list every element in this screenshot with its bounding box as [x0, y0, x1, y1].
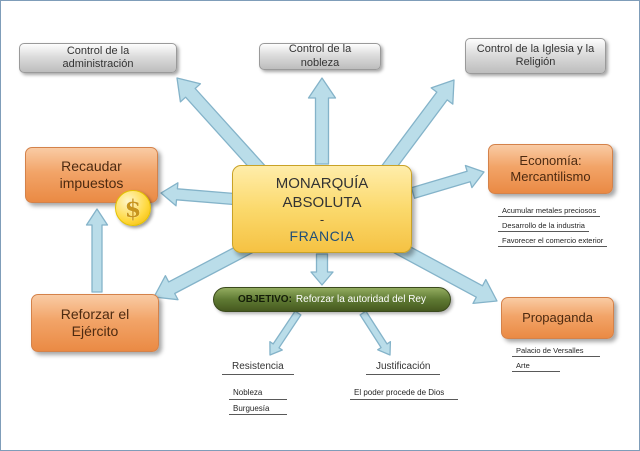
- arrow-center-to-recaudar: [160, 182, 236, 207]
- detail-item: El poder procede de Dios: [350, 388, 458, 400]
- justificacion-detail-list: El poder procede de Dios: [350, 388, 458, 400]
- node-propaganda: Propaganda: [501, 297, 614, 339]
- node-control-nobleza: Control de la nobleza: [259, 43, 381, 70]
- node-label: Control de la Iglesia y la Religión: [476, 42, 595, 68]
- central-title: MONARQUÍA ABSOLUTA: [275, 174, 369, 212]
- dollar-coin-icon: $: [115, 190, 151, 226]
- dollar-glyph: $: [124, 193, 142, 223]
- detail-item: Acumular metales preciosos: [498, 206, 601, 217]
- arrow-objetivo-to-justificacion: [359, 310, 392, 356]
- propaganda-detail-list: Palacio de Versalles Arte: [512, 346, 612, 372]
- node-reforzar-ejercito: Reforzar el Ejército: [31, 294, 159, 352]
- arrow-center-to-propaganda: [393, 240, 498, 305]
- node-economia-mercantilismo: Economía: Mercantilismo: [488, 144, 613, 194]
- node-label: Economía: Mercantilismo: [510, 152, 591, 184]
- economia-detail-list: Acumular metales preciosos Desarrollo de…: [498, 206, 618, 247]
- arrow-center-to-nobleza: [307, 77, 337, 165]
- node-label: Control de la nobleza: [288, 43, 352, 69]
- node-control-administracion: Control de la administración: [19, 43, 177, 73]
- node-label: Control de la administración: [62, 44, 134, 70]
- label-justificacion: Justificación: [366, 361, 441, 375]
- arrow-center-to-ejercito: [153, 238, 257, 301]
- objetivo-prefix: OBJETIVO:: [238, 294, 292, 305]
- node-objetivo: OBJETIVO: Reforzar la autoridad del Rey: [213, 287, 451, 312]
- arrow-objetivo-to-resistencia: [269, 310, 302, 356]
- central-subtitle: FRANCIA: [289, 228, 355, 245]
- objetivo-text: Reforzar la autoridad del Rey: [295, 294, 426, 305]
- resistencia-detail-list: Nobleza Burguesía: [229, 388, 287, 416]
- arrow-center-to-economia: [410, 164, 485, 199]
- node-label: Recaudar impuestos: [59, 157, 124, 192]
- node-monarquia-absoluta: MONARQUÍA ABSOLUTA - FRANCIA: [232, 165, 412, 253]
- detail-item: Burguesía: [229, 404, 287, 416]
- arrow-ejercito-to-recaudar: [85, 208, 109, 293]
- label-resistencia: Resistencia: [222, 361, 294, 375]
- detail-item: Desarrollo de la industria: [498, 221, 589, 232]
- detail-item: Favorecer el comercio exterior: [498, 236, 608, 247]
- node-label: Reforzar el Ejército: [60, 305, 130, 340]
- detail-item: Arte: [512, 361, 560, 372]
- arrow-center-to-objetivo: [310, 253, 334, 286]
- central-separator: -: [319, 211, 325, 227]
- arrow-center-to-administracion: [176, 77, 267, 177]
- node-control-iglesia: Control de la Iglesia y la Religión: [465, 38, 606, 74]
- detail-item: Palacio de Versalles: [512, 346, 600, 357]
- detail-item: Nobleza: [229, 388, 287, 400]
- arrow-center-to-iglesia: [380, 79, 455, 176]
- node-label: Propaganda: [522, 309, 593, 325]
